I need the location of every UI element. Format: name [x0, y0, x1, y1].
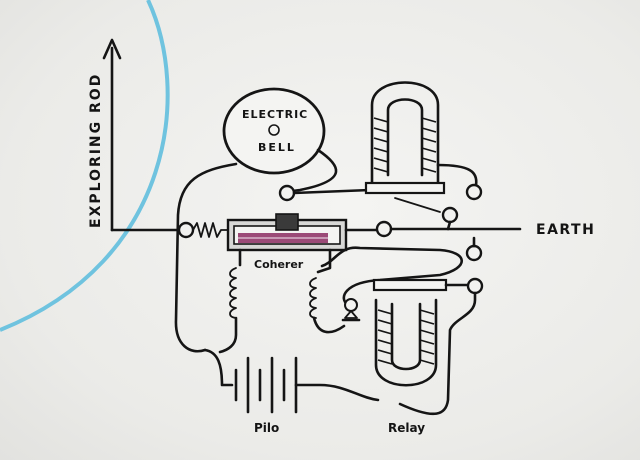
- terminal-top-right: [465, 183, 483, 201]
- wire-coil-left-down: [218, 316, 238, 354]
- coil-coherer-left: [229, 267, 237, 319]
- terminal-bell: [278, 184, 296, 202]
- relay-label: Relay: [388, 421, 425, 435]
- bell-center-icon: [268, 124, 280, 136]
- wire-coil-right: [312, 316, 346, 334]
- wire-relay-right-down: [398, 291, 477, 416]
- terminal-right-mid: [465, 244, 483, 262]
- wire-bottom-left: [203, 348, 234, 387]
- bell-label: BELL: [258, 141, 296, 154]
- wire-top-right: [436, 163, 478, 187]
- wire-coherer-right-down: [316, 248, 332, 274]
- wire-coherer-to-relay: [320, 246, 463, 307]
- coherer: [226, 213, 348, 252]
- lamp: [341, 298, 361, 322]
- wire-bottom-right: [294, 383, 380, 402]
- electric-bell: [222, 87, 326, 175]
- exploring-rod-label: EXPLORING ROD: [88, 73, 104, 228]
- earth-label: EARTH: [536, 222, 595, 238]
- electric-label: ELECTRIC: [242, 108, 308, 121]
- pile-label: Pilo: [254, 421, 279, 435]
- electromagnet-top: [364, 81, 446, 195]
- pile-battery: [234, 356, 298, 414]
- terminal-left: [177, 221, 195, 239]
- coil-coherer-right: [309, 277, 317, 319]
- wire-bell-to-relay: [292, 188, 372, 195]
- coherer-label: Coherer: [254, 258, 304, 271]
- terminal-relay-right: [466, 277, 484, 295]
- blue-arc: [0, 0, 170, 332]
- exploring-rod: [102, 38, 122, 232]
- wire-to-earth-branch: [446, 220, 452, 231]
- terminal-mid: [375, 220, 393, 238]
- wire-bell-right: [283, 148, 338, 194]
- coil-left: [192, 222, 228, 238]
- terminal-top-mid: [441, 206, 459, 224]
- armature-top: [394, 197, 441, 213]
- electromagnet-bottom: [372, 278, 448, 387]
- wire-bell-left: [174, 162, 238, 353]
